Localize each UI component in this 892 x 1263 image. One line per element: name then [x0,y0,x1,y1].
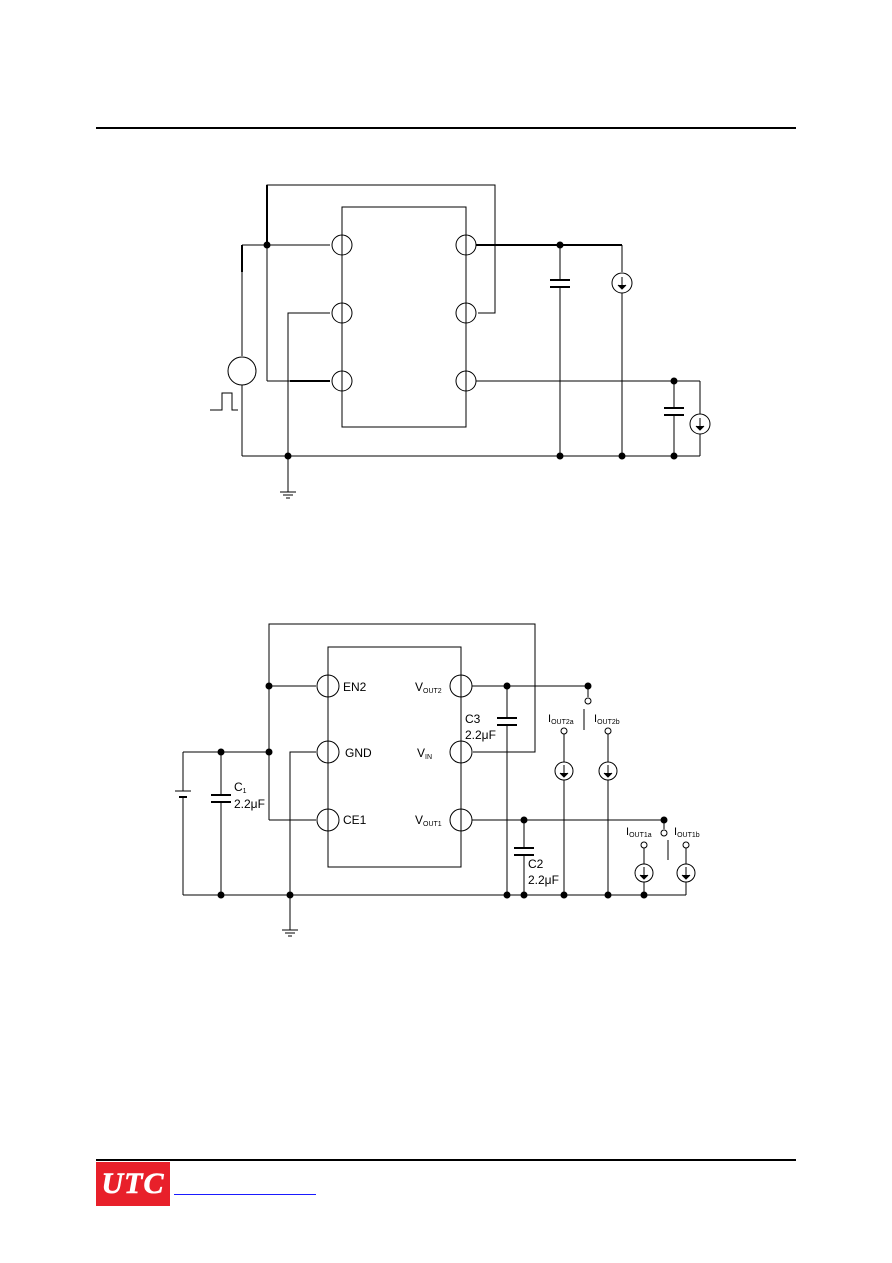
pin-1 [331,234,353,256]
pin-gnd [316,740,340,764]
pin-label-gnd: GND [345,746,372,760]
ground-icon [282,929,298,937]
pin-ce1 [316,808,340,832]
c2-value: 2.2μF [528,873,559,887]
ic-body [327,646,462,868]
pin-label-vout2: VOUT2 [415,680,442,695]
c3-value: 2.2μF [465,728,496,742]
pin-label-vin: VIN [417,746,432,761]
pin-label-vout1: VOUT1 [415,813,442,828]
c2-name: C2 [528,857,544,871]
load-label-iout2a: IOUT2a [548,713,574,726]
pulse-source [227,356,257,386]
load-label-iout1a: IOUT1a [626,826,652,839]
pin-en2 [316,674,340,698]
logo-text: UTC [101,1167,165,1201]
load-label-iout2b: IOUT2b [594,713,620,726]
pin-label-en2: EN2 [343,680,367,694]
header-rule [96,127,796,129]
test-circuit-2 [175,623,696,937]
c1-name: C1 [234,780,247,795]
c1-value: 2.2μF [234,797,265,811]
test-circuit-1 [210,184,711,499]
ground-icon [280,491,296,499]
footer-link-underline[interactable] [174,1194,316,1195]
pin-3 [331,370,353,392]
pin-5 [455,302,477,324]
pin-2 [331,302,353,324]
footer-rule [96,1159,796,1161]
utc-logo: UTC [96,1162,170,1206]
pin-vin [449,740,473,764]
load-label-iout1b: IOUT1b [674,826,700,839]
ic-body [341,206,467,428]
battery-icon [175,790,191,798]
pin-label-ce1: CE1 [343,813,367,827]
c3-name: C3 [465,712,481,726]
feedback-loop-wire [266,184,496,314]
pulse-waveform-icon [210,392,238,411]
